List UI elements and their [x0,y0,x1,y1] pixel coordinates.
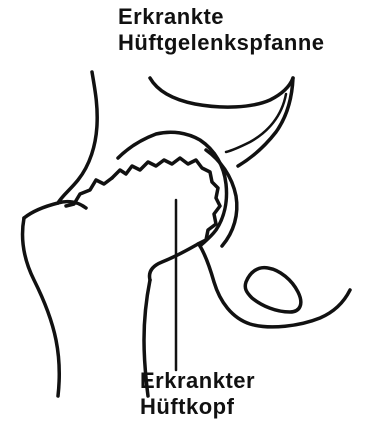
femoral-head-label-line2: Hüftkopf [140,394,255,420]
acetabulum-label: Erkrankte Hüftgelenkspfanne [118,4,325,56]
pelvis-upper-contour [58,72,97,203]
femoral-neck-lower [150,244,199,280]
femoral-head-contour [112,158,220,244]
femoral-head-label: Erkrankter Hüftkopf [140,368,255,420]
femur-left-contour [22,218,59,396]
femoral-head-label-line1: Erkrankter [140,368,255,394]
ilium-contour [150,78,293,107]
obturator-foramen [245,268,301,312]
acetabulum-label-line2: Hüftgelenkspfanne [118,30,325,56]
greater-trochanter [24,202,86,218]
ischium-contour [200,246,350,327]
acetabulum-inner-wall [206,150,237,246]
acetabulum-label-line1: Erkrankte [118,4,325,30]
